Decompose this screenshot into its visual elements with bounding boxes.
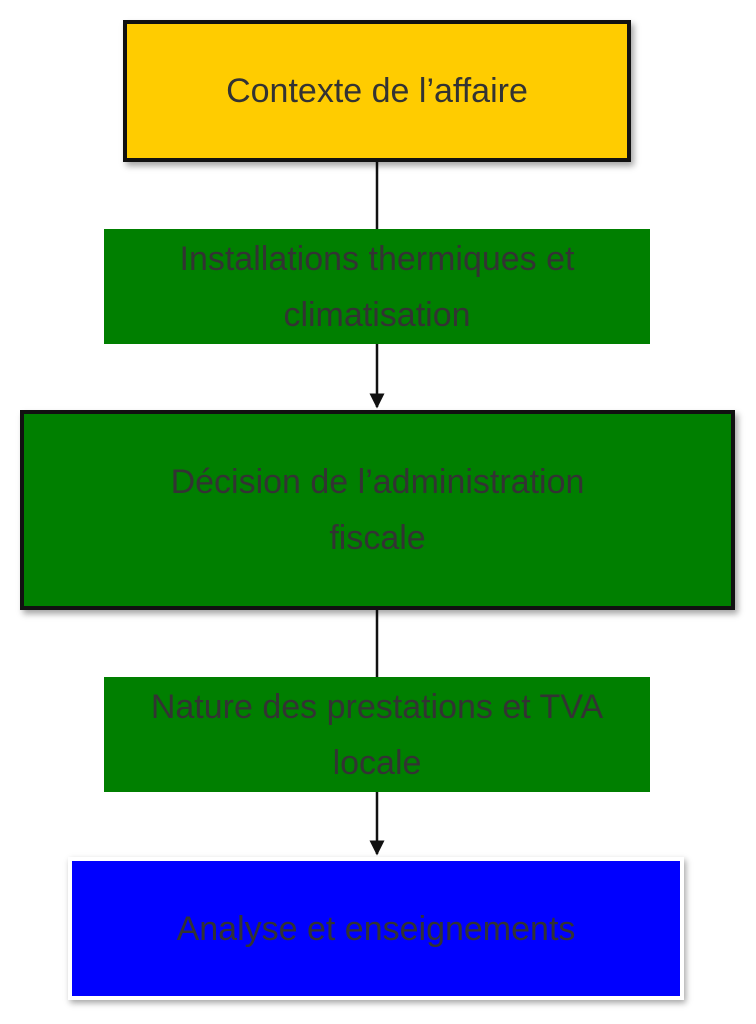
node-context: Contexte de l’affaire — [123, 20, 631, 162]
node-context-label: Contexte de l’affaire — [226, 72, 528, 110]
node-analysis-label: Analyse et enseignements — [176, 909, 576, 948]
edge-label-nature-prestations: Nature des prestations et TVA locale — [104, 677, 650, 792]
edge-label-thermal-installations: Installations thermiques et climatisatio… — [104, 229, 650, 344]
node-decision-label: Décision de l’administration fiscale — [170, 463, 585, 557]
node-decision: Décision de l’administration fiscale — [20, 410, 735, 610]
node-analysis: Analyse et enseignements — [68, 857, 684, 1000]
edge-label-thermal-installations-text: Installations thermiques et climatisatio… — [179, 239, 575, 334]
edge-label-nature-prestations-text: Nature des prestations et TVA locale — [150, 687, 604, 782]
